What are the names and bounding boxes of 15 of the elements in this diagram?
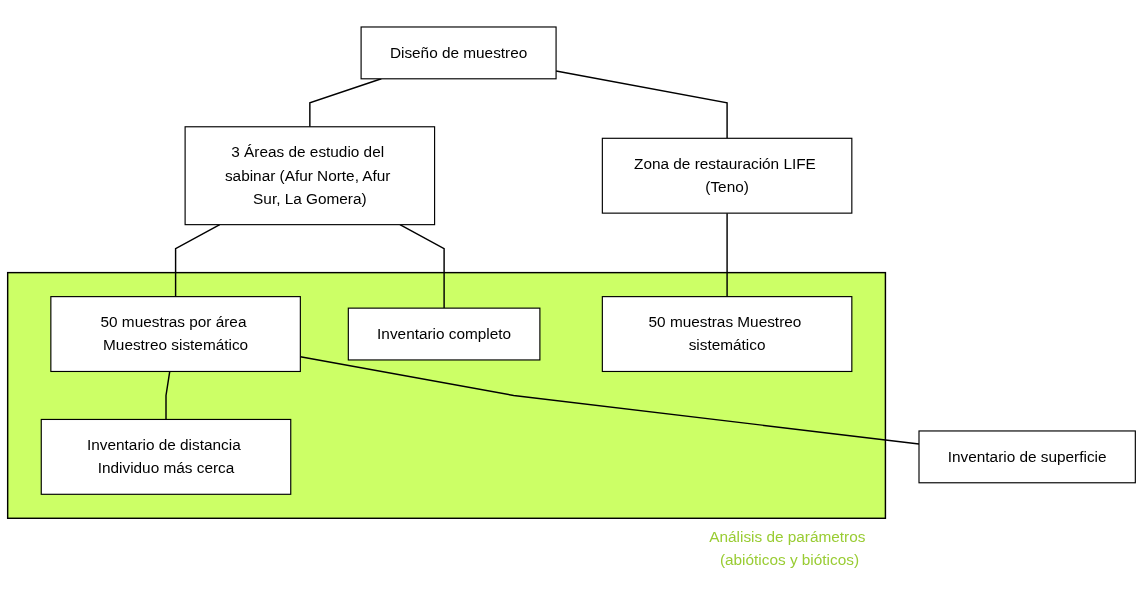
node-box: 3 Áreas de estudio del sabinar (Afur Norte, Afur Sur, La Gomera) [184, 126, 436, 226]
connector [726, 212, 728, 298]
cluster [6, 271, 887, 519]
node-box: Inventario de superficie [918, 430, 1136, 484]
node-box: Inventario de distancia Individuo más cerca [40, 418, 292, 495]
connector [174, 223, 221, 298]
node-box: Zona de restauración LIFE (Teno) [601, 137, 853, 214]
connector [399, 223, 445, 309]
node-label: Análisis de parámetros (abióticos y bióticos) [709, 528, 866, 569]
connector [165, 370, 171, 421]
node-box: 50 muestras Muestreo sistemático [601, 296, 853, 373]
node-box: 50 muestras por área Muestreo sistemático [50, 296, 301, 373]
connector [309, 78, 383, 128]
node-box: Diseño de muestreo [360, 26, 557, 80]
node-box: Inventario completo [347, 307, 541, 361]
